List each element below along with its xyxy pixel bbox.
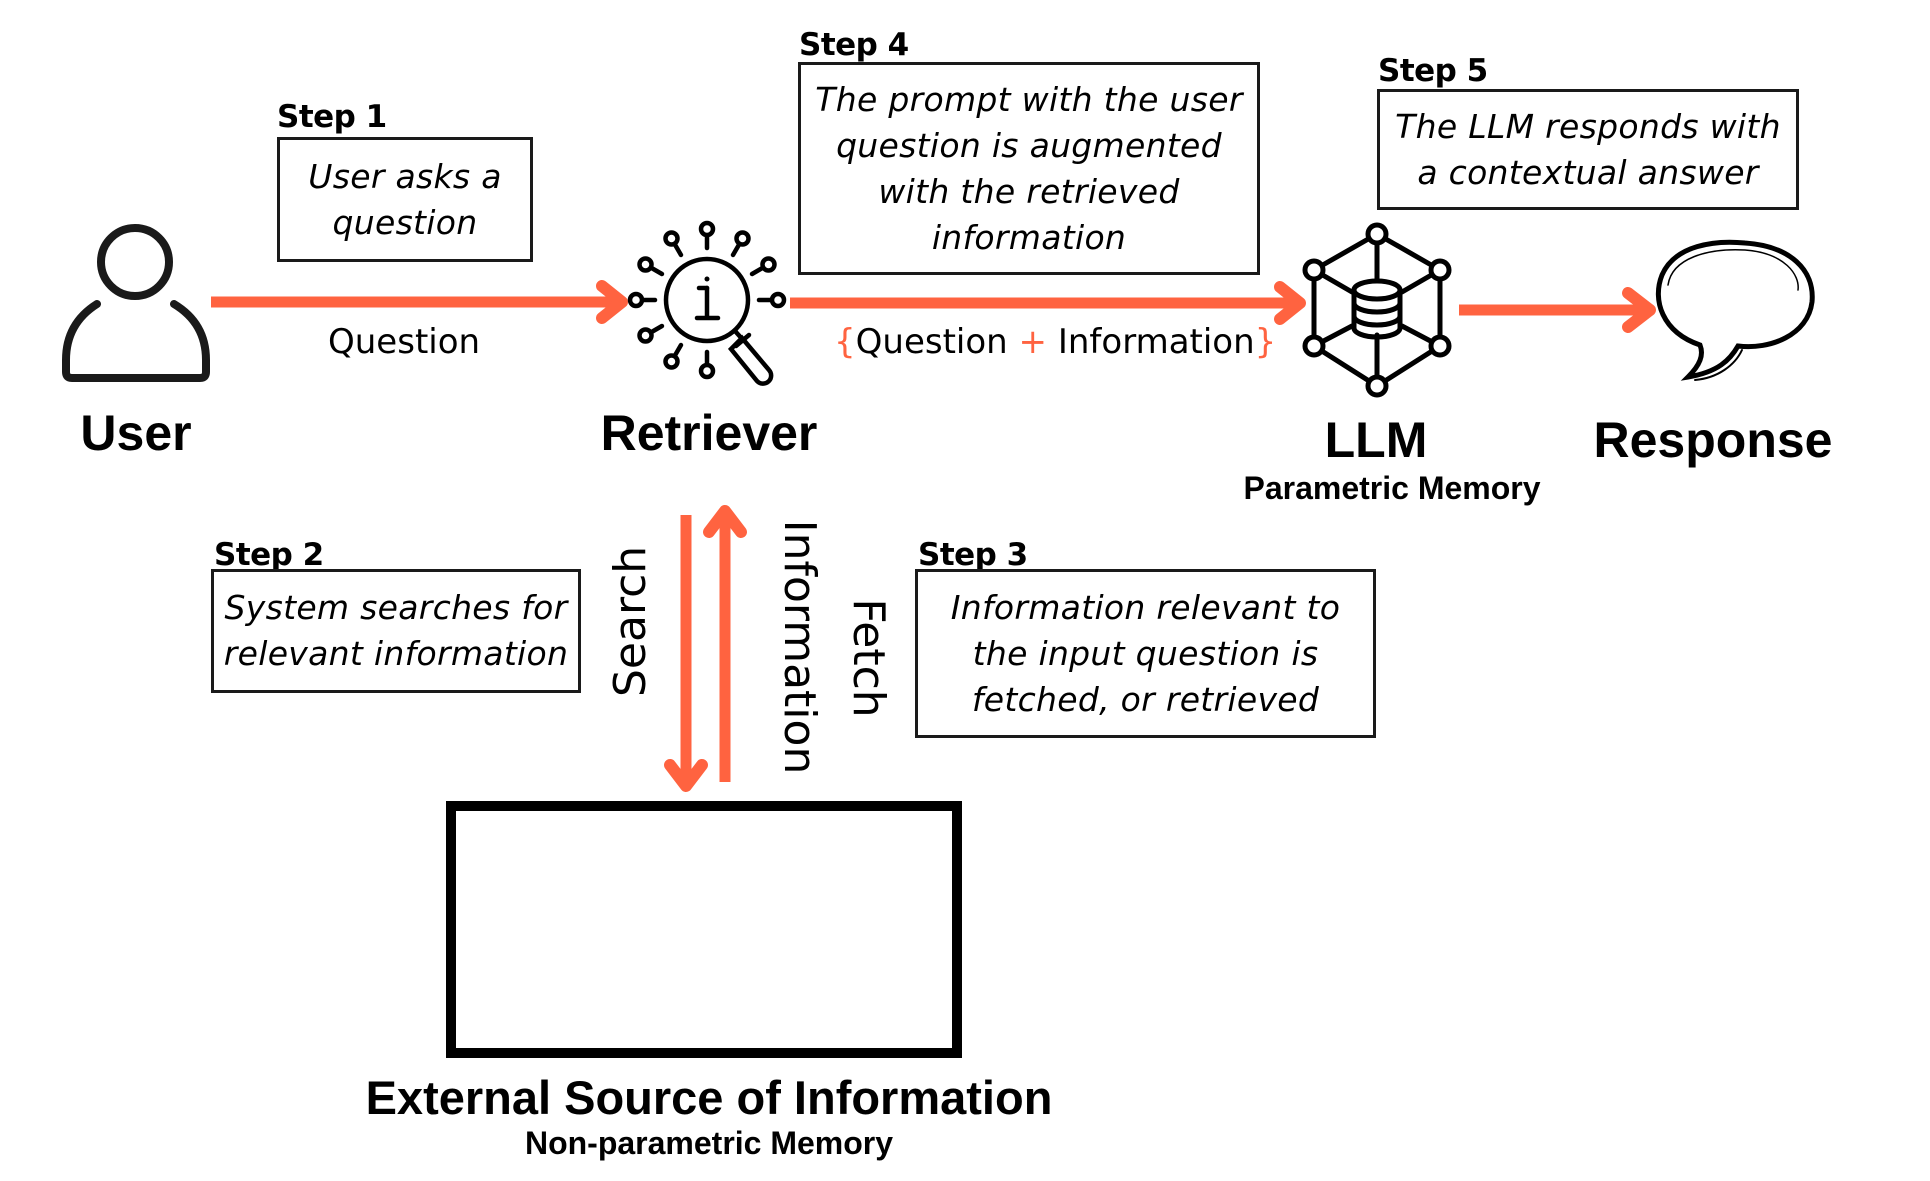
step-2-box: System searches for relevant information [211,569,581,693]
external-source-sublabel: Non-parametric Memory [524,1125,894,1161]
spoke-node [663,353,680,370]
step-3-line: the input question is [972,633,1319,673]
user-icon [62,224,210,382]
database-network-icon [1302,222,1452,398]
spoke-line [672,242,684,258]
step-3-text: Information relevant to the input questi… [951,585,1341,723]
step-3-box: Information relevant to the input questi… [915,569,1376,738]
spoke-node [698,220,716,238]
spoke-node [663,230,680,247]
brace-close: } [1254,322,1277,362]
step-1-label: Step 1 [277,99,387,135]
arrow-information-up [703,505,747,782]
step-5-text: The LLM responds with a contextual answe… [1395,104,1781,196]
step-5-box: The LLM responds with a contextual answe… [1377,89,1799,210]
spoke-line [649,323,665,335]
step-4-line: question is augmented [836,125,1222,165]
step-2-line: System searches for [224,588,568,627]
llm-label: LLM [1324,412,1428,468]
step-4-text: The prompt with the user question is aug… [815,77,1242,261]
external-source-label: External Source of Information [365,1071,1053,1124]
step-4-box: The prompt with the user question is aug… [798,62,1260,275]
step-4-line: The prompt with the user [815,79,1243,119]
step-4-line: with the retrieved [878,171,1180,211]
spoke-node [637,327,654,344]
edge-label-question-plus-information: {Question + Information} [834,325,1276,359]
step-4-label: Step 4 [799,27,909,63]
spoke-line [749,265,765,277]
spoke-line [730,242,742,258]
step-4-line: information [931,217,1127,257]
step-5-line: The LLM responds with [1395,106,1781,146]
retriever-label: Retriever [600,405,818,461]
step-1-line: User asks a [308,156,502,196]
brace-open: { [834,322,856,362]
step-5-label: Step 5 [1378,53,1488,89]
step-2-text: System searches for relevant information [224,585,568,677]
speech-bubble-icon [1655,239,1815,381]
response-label: Response [1593,412,1833,468]
step-3-line: fetched, or retrieved [971,679,1320,719]
step-1-text: User asks a question [308,154,501,246]
llm-sublabel: Parametric Memory [1243,470,1541,506]
edge-part-information: Information [1057,322,1255,362]
step-2-label: Step 2 [214,537,324,573]
arrow-search-down [664,515,708,792]
info-search-icon [627,220,787,386]
edge-label-search: Search [605,545,656,697]
arrow-retriever-to-llm [790,281,1306,325]
spoke-node [627,291,645,309]
step-3-line: Information relevant to [950,587,1341,627]
plus-sign: + [1018,322,1048,362]
step-3-label: Step 3 [918,537,1028,573]
step-5-line: a contextual answer [1417,152,1759,192]
step-2-line: relevant information [223,634,569,673]
spoke-node [698,362,716,380]
spoke-line [649,265,665,277]
spoke-node [734,230,751,247]
spoke-node [760,256,777,273]
step-1-box: User asks a question [277,137,533,262]
edge-part-question: Question [855,322,1008,362]
edge-label-fetch: Fetch [843,598,894,718]
arrow-user-to-retriever [211,280,628,324]
external-source-frame [446,801,962,1058]
spoke-node [637,256,654,273]
step-1-line: question [332,202,478,242]
user-label: User [80,405,192,461]
edge-label-information: Information [774,519,825,775]
spoke-line [672,342,684,358]
arrow-llm-to-response [1459,287,1656,333]
edge-label-question: Question [328,322,481,362]
spoke-node [769,291,787,309]
